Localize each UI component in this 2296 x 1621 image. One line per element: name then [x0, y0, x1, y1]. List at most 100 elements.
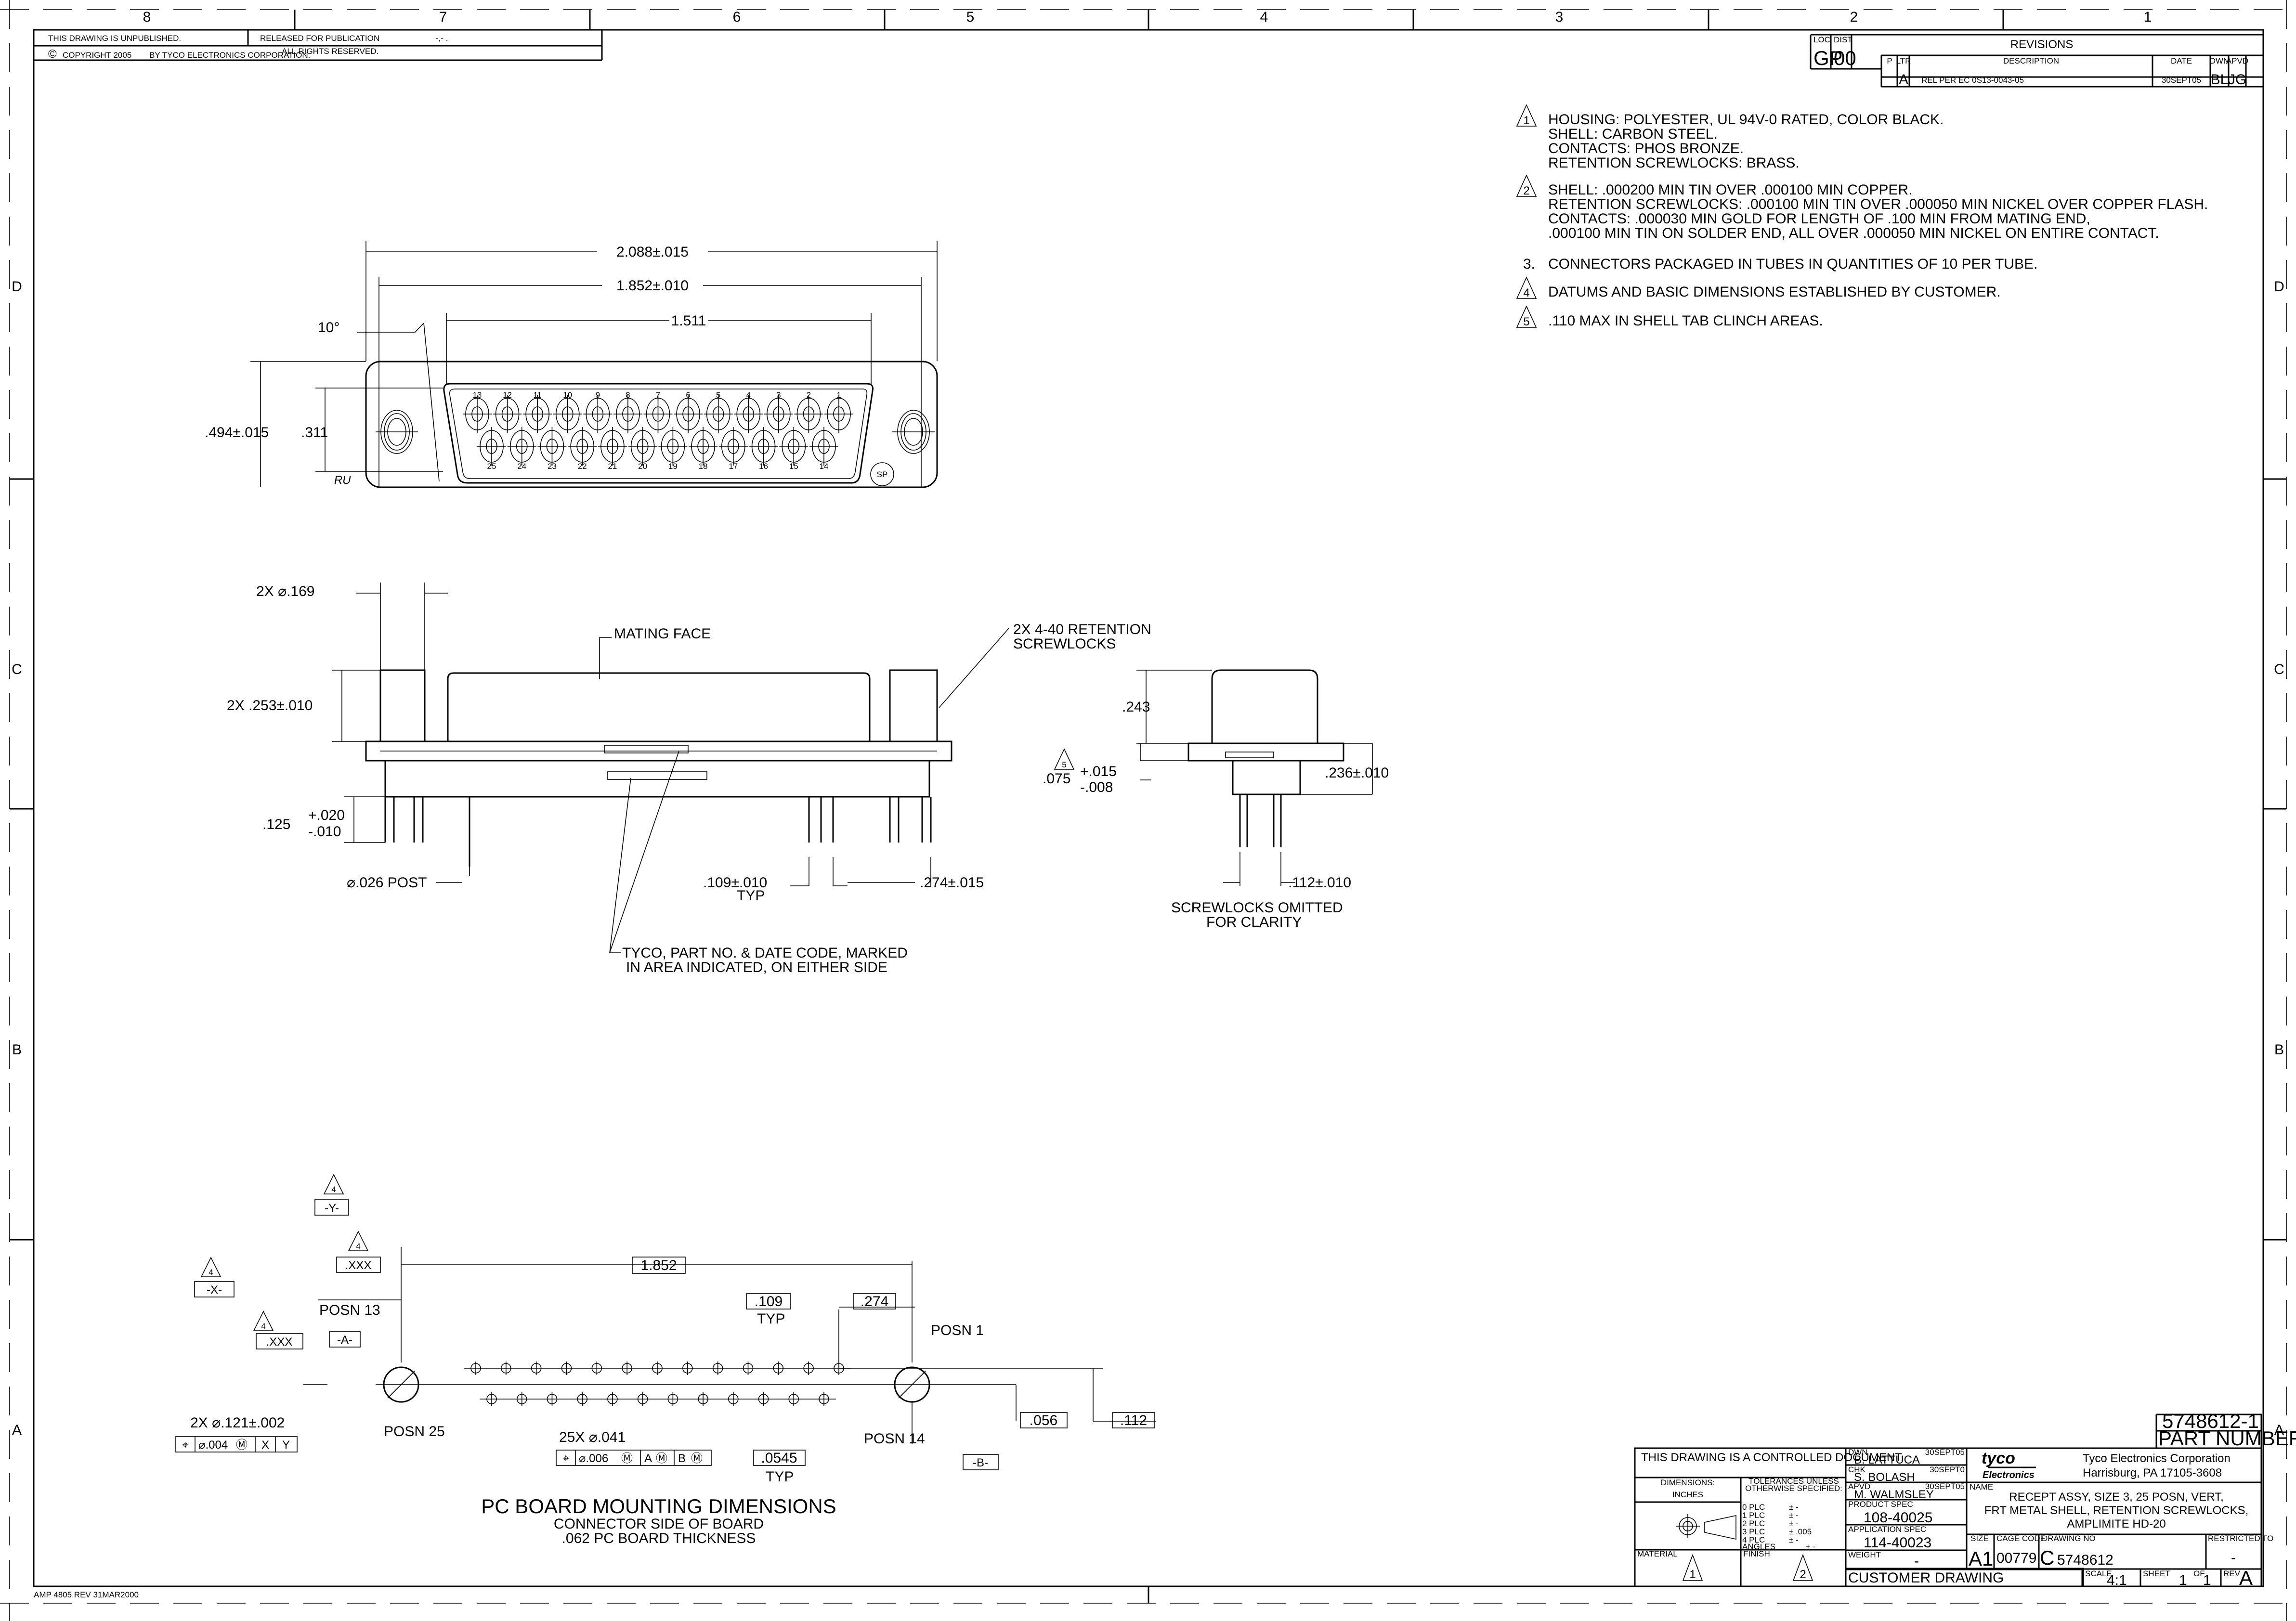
end-view: .243 5 .075 +.015 -.008 .236±.010 .112±.…	[1043, 669, 1389, 930]
dim-stagger: .0545	[761, 1450, 797, 1466]
dim-pitch-typ: TYP	[737, 888, 765, 904]
tol-label: 2 PLC	[1742, 1519, 1765, 1528]
released-value: -,- .	[436, 34, 448, 43]
contact-cavity: 14	[809, 427, 838, 471]
csa-mark-icon	[870, 462, 894, 486]
dimensions-label: DIMENSIONS:	[1661, 1478, 1715, 1487]
contact-cavity: 19	[658, 427, 688, 471]
contact-number: 19	[668, 462, 678, 471]
dim-pcb-pitch: .109	[755, 1294, 783, 1310]
pcb-contact-hole	[531, 1362, 542, 1375]
drawing-no-label: DRAWING NO	[2042, 1534, 2096, 1543]
flag-triangle-icon	[348, 1231, 369, 1251]
contact-cavity: 18	[689, 427, 718, 471]
copyright-text: COPYRIGHT 2005	[63, 51, 131, 60]
insulator-base	[384, 760, 930, 798]
tolerance-table: 0 PLC± - 1 PLC± - 2 PLC± - 3 PLC± .005 4…	[1742, 1503, 1815, 1551]
pcb-contact-hole	[682, 1362, 693, 1375]
cage-code: 00779	[1996, 1550, 2036, 1566]
pcb-thickness: .062 PC BOARD THICKNESS	[562, 1530, 756, 1546]
pcb-contact-hole	[547, 1392, 558, 1406]
pcb-contact-hole	[773, 1362, 784, 1375]
flag-triangle-icon	[1054, 748, 1075, 770]
contact-cavity: 4	[734, 390, 763, 433]
marking-note: TYCO, PART NO. & DATE CODE, MARKED	[622, 945, 908, 961]
rev-label: REV	[2223, 1569, 2241, 1578]
note-flag: 2	[1523, 184, 1529, 197]
mmc-icon: Ⓜ	[656, 1452, 667, 1465]
mating-face-label: MATING FACE	[614, 626, 711, 642]
contact-number: 3	[776, 390, 781, 400]
flag-triangle-icon	[1516, 276, 1537, 299]
pcb-contact-hole	[803, 1362, 814, 1375]
note-line: CONTACTS: .000030 MIN GOLD FOR LENGTH OF…	[1548, 211, 2090, 227]
dim-pcb-row: .274	[861, 1294, 888, 1310]
size-label: SIZE	[1970, 1534, 1989, 1543]
pcb-contact-holes	[464, 1362, 851, 1406]
d-shell-outline	[443, 383, 874, 484]
dim-overall-height: .494±.015	[205, 425, 269, 441]
zone-d-left: D	[12, 279, 22, 295]
dim-post-diameter: 2X ⌀.169	[256, 584, 314, 599]
contact-cavity: 17	[718, 427, 748, 471]
drawing-prefix: C	[2040, 1546, 2054, 1569]
pcb-contact-hole	[834, 1362, 844, 1375]
copyright-icon: ©	[48, 48, 57, 61]
finish-flag: 2	[1800, 1568, 1806, 1581]
dwn-label: DWN	[1848, 1448, 1868, 1457]
zone-7: 7	[439, 9, 447, 25]
mounting-hole-b	[894, 1366, 930, 1403]
part-number-label: PART NUMBER	[2158, 1427, 2296, 1450]
contact-number: 24	[517, 462, 526, 471]
zone-3: 3	[1555, 9, 1564, 25]
material-label: MATERIAL	[1637, 1549, 1678, 1558]
scale-value: 4:1	[2107, 1572, 2127, 1588]
pcb-contact-hole	[637, 1392, 648, 1406]
zone-c-left: C	[12, 661, 22, 677]
contact-cavity: 20	[628, 427, 657, 471]
size-value: A1	[1969, 1547, 1993, 1570]
note-flag: 4	[1523, 286, 1529, 299]
loc-label: LOC	[1813, 35, 1830, 44]
drawing-number: 5748612	[2057, 1552, 2113, 1568]
contact-cavity: 7	[643, 390, 673, 433]
pcb-contact-hole	[561, 1362, 572, 1375]
zone-6: 6	[733, 9, 741, 25]
dim-tab: .075	[1043, 771, 1070, 787]
apvd-date: 30SEPT05	[1925, 1482, 1965, 1491]
pcb-contact-hole	[622, 1362, 632, 1375]
released-text: RELEASED FOR PUBLICATION	[260, 34, 379, 43]
contact-number: 22	[578, 462, 587, 471]
mounting-hole-a	[383, 1366, 419, 1403]
dim-offset-2: .112	[1120, 1413, 1147, 1428]
rights-text: ALL RIGHTS RESERVED.	[282, 47, 378, 56]
ul-mark-icon: RU	[333, 474, 352, 487]
contact-number: 9	[596, 390, 600, 400]
drawing-title: RECEPT ASSY, SIZE 3, 25 POSN, VERT,	[2009, 1491, 2224, 1504]
zone-a-right: A	[2274, 1422, 2284, 1438]
drawing-title-2: FRT METAL SHELL, RETENTION SCREWLOCKS,	[1984, 1504, 2249, 1517]
pcb-contact-hole	[486, 1392, 497, 1406]
contact-cavity: 9	[583, 390, 613, 433]
omitted-note-2: FOR CLARITY	[1206, 914, 1302, 930]
pcb-contact-hole	[470, 1362, 481, 1375]
dim-end-depth: .236±.010	[1325, 765, 1389, 781]
restricted-label: RESTRICTED TO	[2208, 1534, 2273, 1543]
fcf-datum: B	[678, 1452, 686, 1465]
flag-triangle-icon	[253, 1310, 274, 1331]
col-dwn: DWN	[2210, 56, 2230, 65]
contact-number: 25	[487, 462, 496, 471]
product-spec: 108-40025	[1864, 1510, 1932, 1526]
part-number: 5748612-1	[2162, 1410, 2259, 1432]
flag-triangle-icon	[1682, 1554, 1703, 1581]
dwn-date: 30SEPT05	[1925, 1448, 1965, 1457]
tol-value: ± -	[1789, 1503, 1799, 1512]
revisions-title: REVISIONS	[2010, 38, 2074, 51]
contact-cavity: 25	[477, 427, 506, 471]
dim-stagger-typ: TYP	[766, 1469, 794, 1485]
tol-value: ± -	[1789, 1519, 1799, 1528]
drawing-title-3: AMPLIMITE HD-20	[2067, 1517, 2166, 1530]
dim-standoff: .125	[262, 817, 290, 832]
csa-mark-text: SP	[877, 470, 888, 479]
